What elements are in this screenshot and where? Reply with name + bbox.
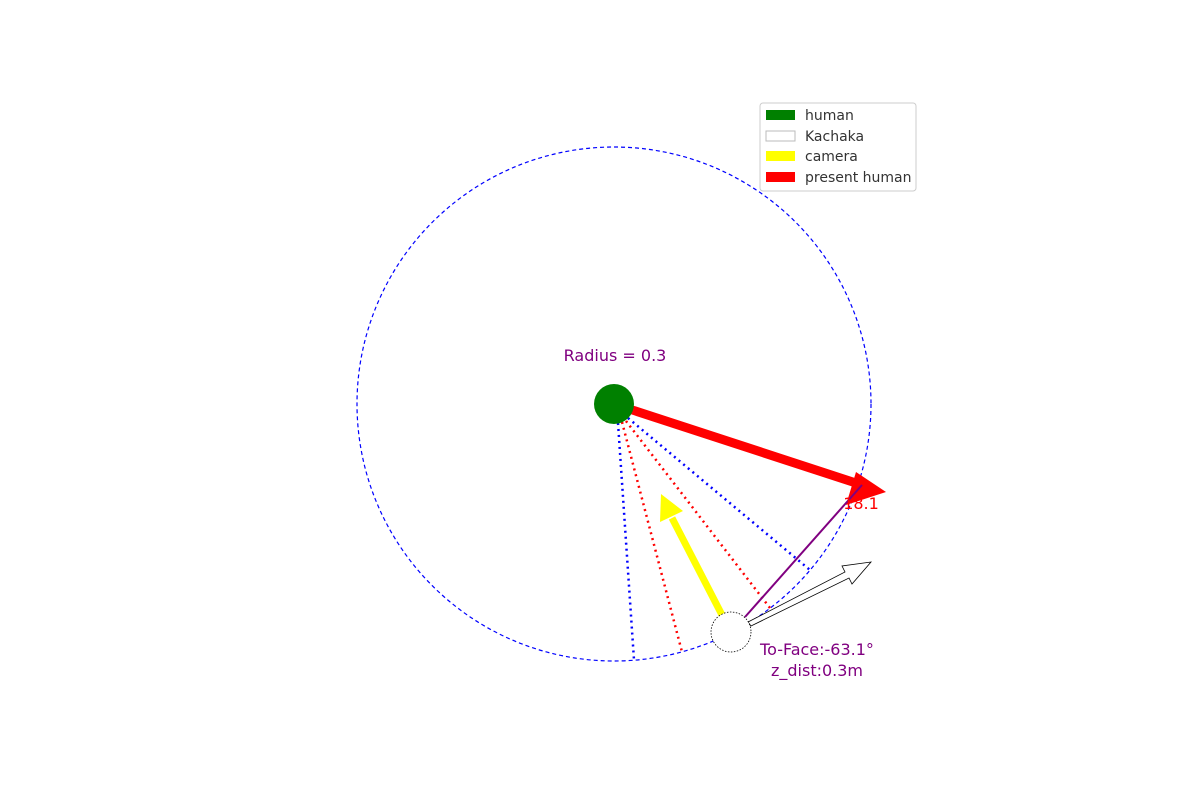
legend-swatch-kachaka	[765, 130, 796, 142]
fov-left-inner-line	[620, 421, 684, 653]
z-dist-label: z_dist:0.3m	[771, 661, 863, 681]
legend-label-kachaka: Kachaka	[805, 129, 864, 145]
kachaka-heading-arrow	[747, 561, 872, 627]
kachaka-marker	[710, 611, 752, 653]
legend-swatch-present-human	[766, 172, 795, 182]
present-human-arrow-shaft	[612, 399, 864, 490]
legend-label-human: human	[805, 108, 854, 124]
to-face-label: To-Face:-63.1°	[759, 640, 874, 659]
present-human-arrow-head	[846, 472, 886, 505]
legend-swatch-camera	[766, 151, 795, 161]
to-face-line	[744, 484, 863, 618]
legend-box	[759, 102, 917, 192]
legend-label-camera: camera	[805, 149, 858, 165]
camera-arrow-head	[660, 494, 683, 522]
legend-label-present-human: present human	[805, 170, 912, 186]
human-marker	[594, 384, 634, 424]
present-human-value-label: 18.1	[843, 494, 879, 513]
legend-swatch-human	[766, 110, 795, 120]
radius-label: Radius = 0.3	[564, 346, 667, 365]
radius-circle	[356, 146, 872, 662]
camera-arrow-shaft	[668, 516, 726, 617]
legend: human Kachaka camera present human	[759, 102, 917, 192]
